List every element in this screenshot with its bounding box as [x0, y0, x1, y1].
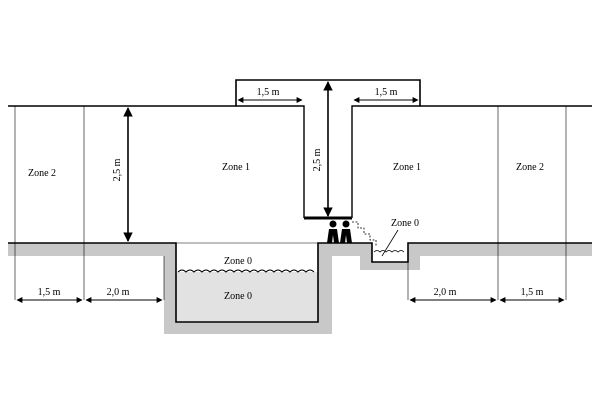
dim-label-right-2-0: 2,0 m	[434, 287, 457, 298]
dim-label-ceiling-right: 1,5 m	[375, 87, 398, 98]
shower-pocket-outline	[236, 105, 420, 218]
pool-water	[176, 272, 318, 322]
zone0-pointer	[381, 229, 399, 257]
dim-label-right-1-5: 1,5 m	[521, 287, 544, 298]
shower-steps	[352, 221, 377, 246]
dim-label-height-center: 2,5 m	[312, 148, 323, 171]
zone0-pool-label: Zone 0	[224, 291, 252, 302]
water-surface	[177, 269, 315, 273]
dim-label-left-2-0: 2,0 m	[107, 287, 130, 298]
dim-label-left-1-5: 1,5 m	[38, 287, 61, 298]
zone2-right-label: Zone 2	[516, 162, 544, 173]
zone0-shower-label: Zone 0	[391, 218, 419, 229]
zone1-right-label: Zone 1	[393, 162, 421, 173]
person-icon	[340, 220, 352, 243]
dim-label-height-left: 2,5 m	[112, 158, 123, 181]
ceiling-outline	[8, 79, 592, 107]
zone1-left-label: Zone 1	[222, 162, 250, 173]
zone0-pool-top-label: Zone 0	[224, 256, 252, 267]
zone2-left-label: Zone 2	[28, 168, 56, 179]
ground-section	[8, 243, 592, 334]
person-icon	[327, 220, 339, 243]
dim-label-ceiling-left: 1,5 m	[257, 87, 280, 98]
shower-tray-water	[373, 250, 405, 253]
